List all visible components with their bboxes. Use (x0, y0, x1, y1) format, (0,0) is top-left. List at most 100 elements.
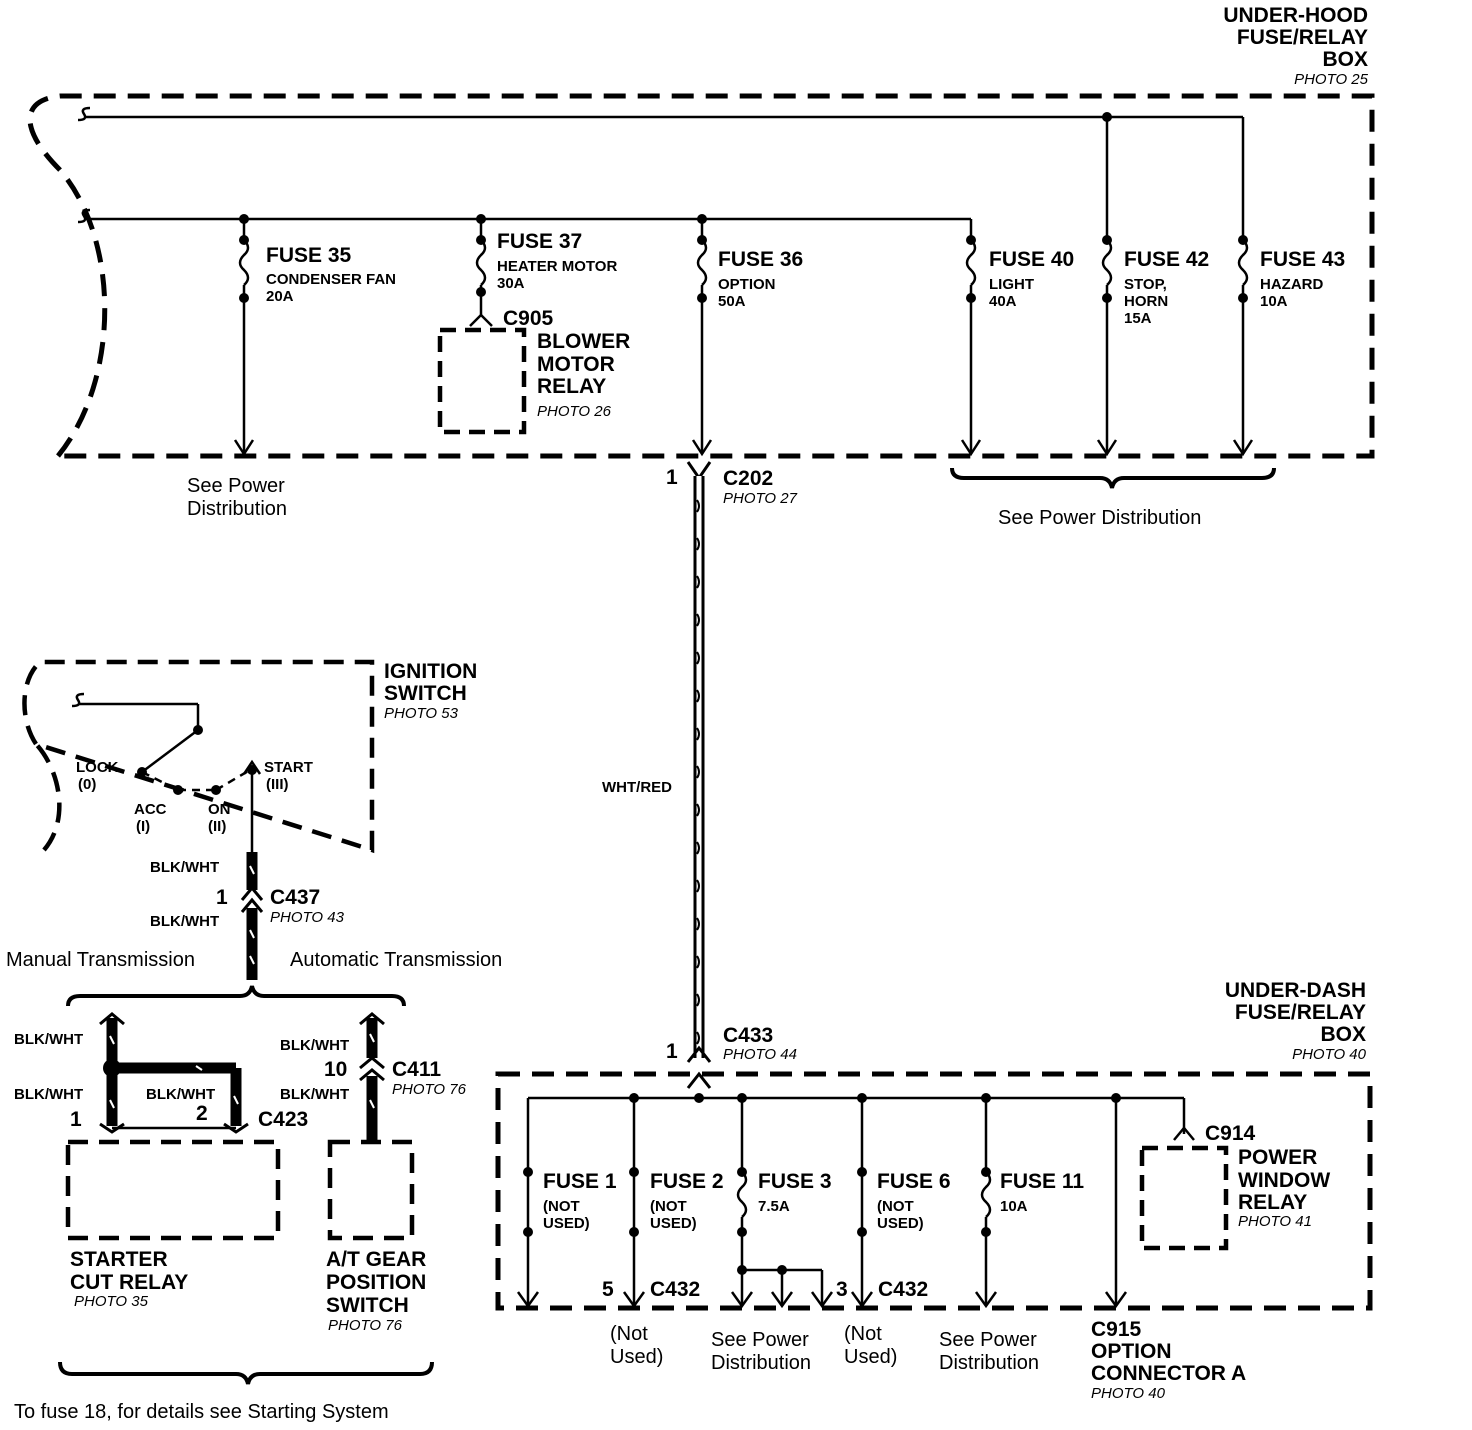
wire-stripe (696, 727, 700, 741)
c202-pin: 1 (666, 466, 678, 489)
blower-title-2: MOTOR (537, 353, 615, 376)
not-used-1-line1: (Not (610, 1323, 648, 1345)
fuse-40-name: FUSE 40 (989, 248, 1074, 271)
ignition-photo: PHOTO 53 (384, 705, 459, 722)
to-fuse-18: To fuse 18, for details see Starting Sys… (14, 1401, 389, 1423)
fuse-42-desc-1: STOP, (1124, 276, 1167, 293)
on-label-1: ON (208, 801, 231, 818)
not-used-1-line2: Used) (610, 1346, 663, 1368)
wire-stripe (696, 499, 700, 513)
starter-photo: PHOTO 35 (74, 1293, 149, 1310)
c437-name: C437 (270, 886, 320, 909)
c437-photo: PHOTO 43 (270, 909, 345, 926)
at-title-3: SWITCH (326, 1294, 409, 1317)
underhood-bus (77, 106, 1245, 238)
on-label-2: (II) (208, 818, 226, 835)
at-wire-1: BLK/WHT (280, 1037, 349, 1054)
fuse-3: FUSE 3 7.5A (730, 1098, 834, 1309)
fuse-42-name: FUSE 42 (1124, 248, 1209, 271)
fuse-37-name: FUSE 37 (497, 230, 582, 253)
fuse-36-name: FUSE 36 (718, 248, 803, 271)
not-used-2-line2: Used) (844, 1346, 897, 1368)
starter-wire-1: BLK/WHT (14, 1031, 83, 1048)
underdash-title-2: FUSE/RELAY (1235, 1001, 1366, 1024)
power-window-relay: C914 POWER WINDOW RELAY PHOTO 41 (1139, 1122, 1330, 1251)
starter-pin-1: 1 (70, 1108, 82, 1131)
wire-stripe (696, 613, 700, 627)
see-power-left-2: Distribution (187, 498, 287, 520)
underhood-box: UNDER-HOOD FUSE/RELAY BOX PHOTO 25 (27, 4, 1375, 459)
fuse-36-desc: OPTION (718, 276, 776, 293)
blower-photo: PHOTO 26 (537, 403, 612, 420)
see-power-right: See Power Distribution (998, 507, 1201, 529)
power-window-photo: PHOTO 41 (1238, 1213, 1312, 1230)
fuse-35-name: FUSE 35 (266, 244, 352, 267)
fuse-11-amp: 10A (1000, 1198, 1028, 1215)
wire-stripe (696, 1031, 700, 1045)
c915-title-3: CONNECTOR A (1091, 1362, 1246, 1385)
at-pin: 10 (324, 1058, 347, 1081)
blower-motor-relay: C905 BLOWER MOTOR RELAY PHOTO 26 (437, 307, 630, 435)
start-label-1: START (264, 759, 313, 776)
wire-stripe (696, 575, 700, 589)
c432-right-pin: 3 (836, 1278, 848, 1301)
start-label-2: (III) (266, 776, 289, 793)
fuse-1-desc-1: (NOT (543, 1198, 580, 1215)
fuse-36-amp: 50A (718, 293, 746, 310)
underhood-title-2: FUSE/RELAY (1237, 26, 1368, 49)
starter-wire-3: BLK/WHT (146, 1086, 215, 1103)
fuse-6: FUSE 6 (NOT USED) 3 C432 (836, 1098, 951, 1309)
fuse-1-name: FUSE 1 (543, 1170, 617, 1193)
wire-stripe (696, 651, 700, 665)
power-window-title-1: POWER (1238, 1146, 1317, 1169)
fuse-2-name: FUSE 2 (650, 1170, 724, 1193)
fuse-42: FUSE 42 STOP, HORN 15A (1096, 235, 1209, 457)
starter-pin-2: 2 (196, 1102, 208, 1125)
wire-stripe (696, 955, 700, 969)
fuse-6-name: FUSE 6 (877, 1170, 951, 1193)
c433-photo: PHOTO 44 (723, 1046, 797, 1063)
see-power-fuse3-1: See Power (711, 1329, 809, 1351)
power-window-title-2: WINDOW (1238, 1169, 1330, 1192)
fuse-3-name: FUSE 3 (758, 1170, 832, 1193)
c202-name: C202 (723, 467, 773, 490)
fuse-37-desc: HEATER MOTOR (497, 258, 617, 275)
c411-photo: PHOTO 76 (392, 1081, 467, 1098)
fuse-2: FUSE 2 (NOT USED) 5 C432 (602, 1098, 724, 1309)
fuse-6-desc-1: (NOT (877, 1198, 914, 1215)
blower-title-3: RELAY (537, 375, 606, 398)
see-power-fuse11-2: Distribution (939, 1352, 1039, 1374)
wire-wht-red: 1 C202 PHOTO 27 WHT/RED 1 C433 PHOTO 44 (602, 461, 798, 1089)
not-used-2-line1: (Not (844, 1323, 882, 1345)
underdash-bottom-labels: (Not Used) See Power Distribution (Not U… (610, 1318, 1246, 1402)
brace-right: See Power Distribution (950, 467, 1276, 529)
automatic-transmission: Automatic Transmission (290, 949, 502, 971)
fuse-35-amp: 20A (266, 288, 294, 305)
wire-wht-red-label: WHT/RED (602, 779, 672, 796)
c915-title-1: C915 (1091, 1318, 1142, 1341)
underdash-photo: PHOTO 40 (1292, 1046, 1367, 1063)
fuse-43-amp: 10A (1260, 293, 1288, 310)
wire-stripe (696, 765, 700, 779)
lock-label-1: LOCK (76, 759, 119, 776)
fuse-3-amp: 7.5A (758, 1198, 790, 1215)
underhood-title-1: UNDER-HOOD (1223, 4, 1368, 27)
underdash-title-3: BOX (1320, 1023, 1366, 1046)
c433-pin: 1 (666, 1040, 678, 1063)
ignition-switch: IGNITION SWITCH PHOTO 53 LOCK (0) ACC (I… (22, 659, 477, 854)
ignition-title-1: IGNITION (384, 660, 477, 683)
fuse-35-desc: CONDENSER FAN (266, 271, 396, 288)
fuse-36: FUSE 36 OPTION 50A (691, 219, 803, 457)
brace-bottom: To fuse 18, for details see Starting Sys… (14, 1361, 434, 1423)
acc-label-2: (I) (136, 818, 150, 835)
fuse-40: FUSE 40 LIGHT 40A (960, 235, 1074, 457)
c423-label: C423 (258, 1108, 308, 1131)
ignition-title-2: SWITCH (384, 682, 467, 705)
at-title-2: POSITION (326, 1271, 426, 1294)
fuse-40-amp: 40A (989, 293, 1017, 310)
wire-stripe (696, 879, 700, 893)
fuse-37-amp: 30A (497, 275, 525, 292)
fuse-42-desc-2: HORN (1124, 293, 1168, 310)
at-wire-2: BLK/WHT (280, 1086, 349, 1103)
